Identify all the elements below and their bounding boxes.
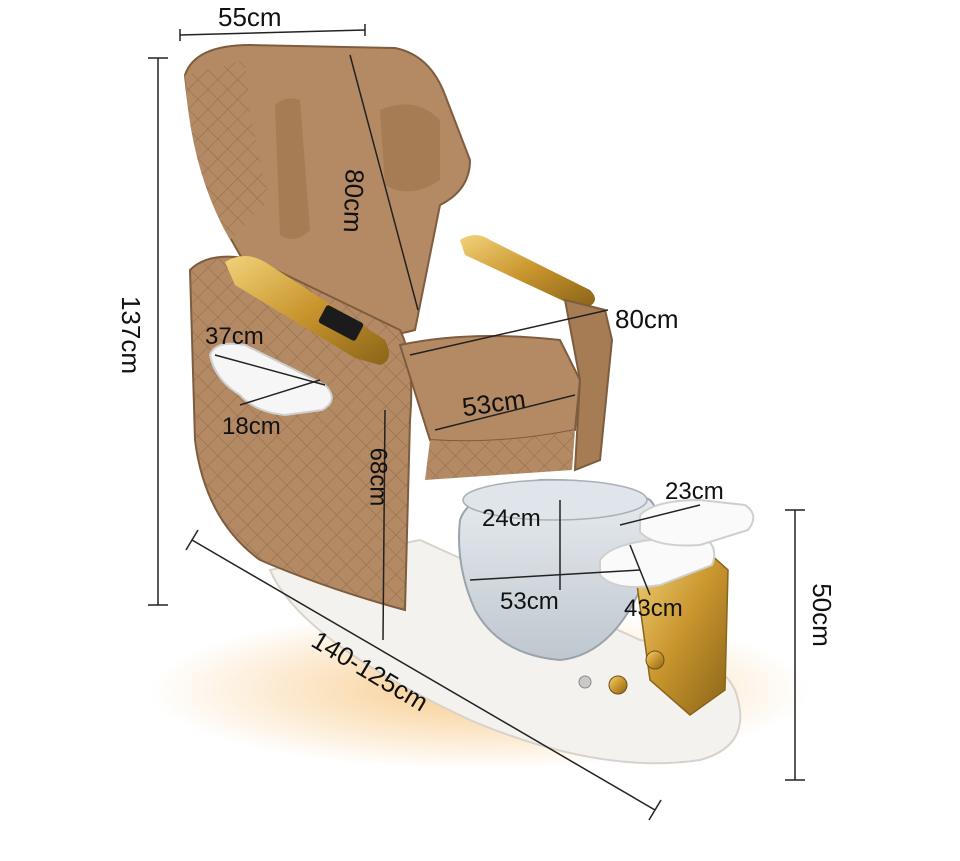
arm-depth-label: 80cm bbox=[615, 304, 679, 334]
backrest-side-quilt bbox=[185, 60, 270, 240]
basin-rim bbox=[462, 479, 648, 521]
massage-pad-left bbox=[275, 98, 310, 239]
seat-height-label: 68cm bbox=[364, 447, 392, 507]
tray-width-label: 37cm bbox=[205, 323, 264, 350]
footrest-pad-lower bbox=[599, 533, 716, 588]
seat-front-quilt bbox=[425, 430, 575, 480]
basin-depth-label: 24cm bbox=[482, 505, 541, 532]
tray-depth-label: 18cm bbox=[222, 413, 281, 440]
headrest-pillow bbox=[380, 104, 440, 192]
faucet-knob bbox=[645, 650, 665, 670]
width-line-top bbox=[179, 29, 366, 36]
jet-button bbox=[578, 675, 592, 689]
base-length-line bbox=[191, 539, 656, 811]
tray-depth-line bbox=[239, 379, 321, 406]
backrest-line bbox=[349, 54, 419, 311]
seat-height-line bbox=[382, 409, 386, 641]
footrest-length-line bbox=[629, 544, 651, 596]
arm-depth-line bbox=[409, 309, 609, 356]
basin-width-label: 53cm bbox=[500, 588, 559, 615]
footrest-width-line bbox=[619, 504, 701, 526]
top-width-label: 55cm bbox=[218, 2, 282, 32]
footrest-pad-upper bbox=[639, 498, 755, 547]
drain-knob bbox=[608, 675, 628, 695]
base-height-label: 50cm bbox=[806, 583, 837, 647]
basin-width-line bbox=[469, 569, 641, 581]
dimension-lines bbox=[148, 24, 805, 821]
footrest-width-label: 23cm bbox=[665, 478, 724, 505]
right-armrest-gold-trim bbox=[460, 235, 595, 306]
seat-cushion bbox=[398, 335, 582, 443]
tray-width-line bbox=[214, 354, 326, 386]
backrest-length-label: 80cm bbox=[337, 168, 370, 234]
remote-control-panel bbox=[318, 305, 364, 341]
seat-width-line bbox=[434, 394, 576, 431]
total-height-label: 137cm bbox=[116, 295, 147, 375]
footrest-length-label: 43cm bbox=[624, 595, 683, 622]
